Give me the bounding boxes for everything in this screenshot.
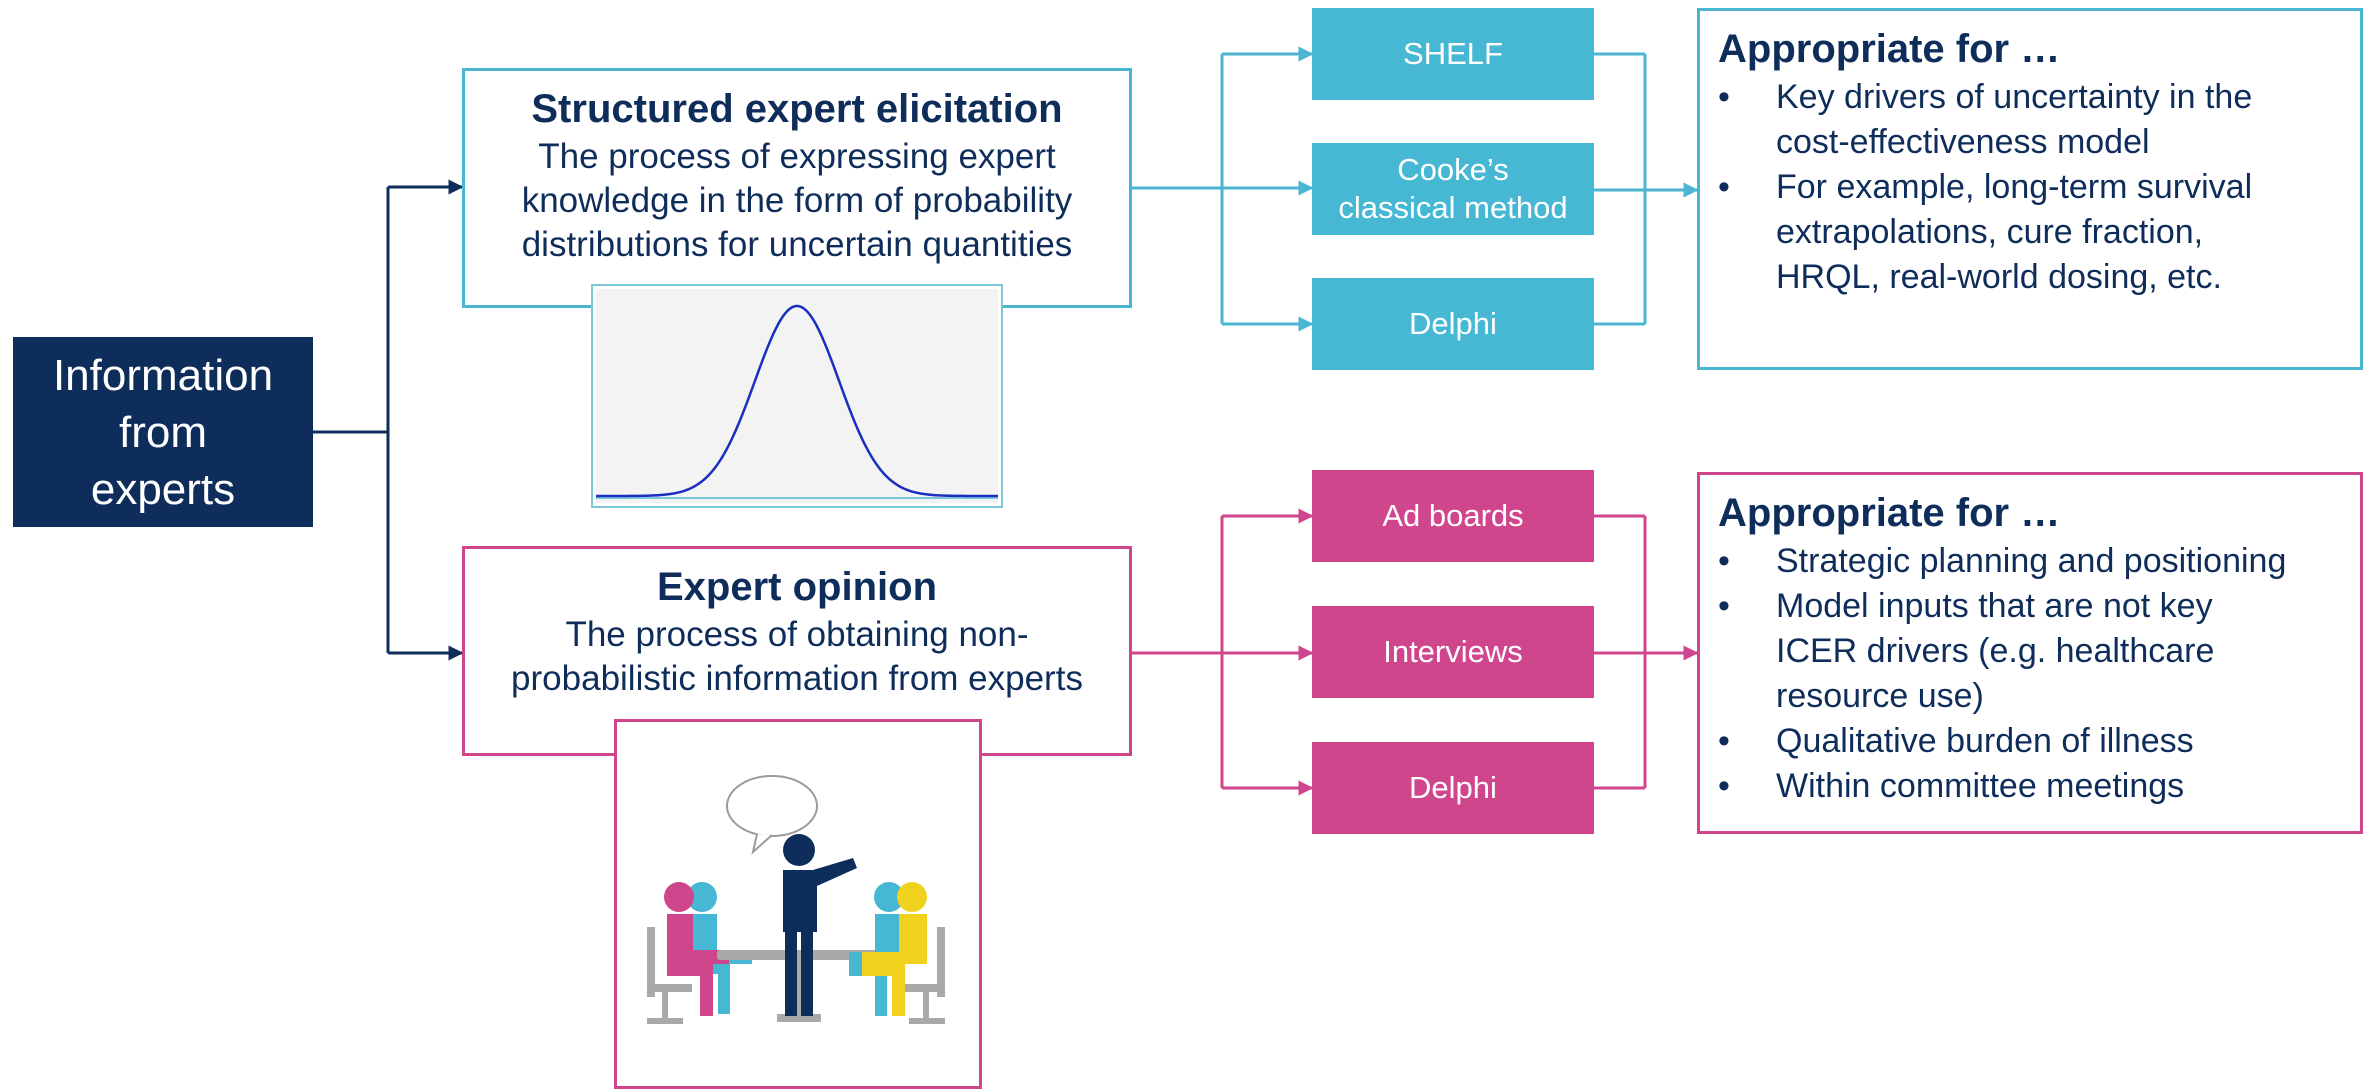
method-interviews: Interviews <box>1312 606 1594 698</box>
item-line: Strategic planning and positioning <box>1776 542 2287 580</box>
description-line: The process of obtaining non- <box>565 615 1029 654</box>
right-people-icon <box>849 882 927 1016</box>
description-line: distributions for uncertain quantities <box>521 225 1073 264</box>
bullet-glyph: • <box>1718 767 1730 805</box>
concept-title: Structured expert elicitation <box>531 87 1063 131</box>
list-item: • Qualitative burden of illness <box>1718 719 2342 764</box>
item-line: Key drivers of uncertainty in the <box>1776 78 2253 116</box>
bullet-glyph: • <box>1718 722 1730 760</box>
root-label-line: experts <box>90 464 236 514</box>
root-label-line: from <box>118 407 207 457</box>
meeting-illustration <box>614 719 982 1089</box>
concept-description: The process of expressing expert knowled… <box>465 135 1129 267</box>
list-item: • Within committee meetings <box>1718 764 2342 809</box>
item-line: Model inputs that are not key <box>1776 587 2213 625</box>
item-line: resource use) <box>1776 677 1984 715</box>
normal-curve-icon <box>596 289 998 503</box>
elicitation-connector <box>1132 46 1699 332</box>
appropriate-for-opinion: Appropriate for … • Strategic planning a… <box>1697 472 2363 834</box>
root-node: Information from experts <box>13 337 313 527</box>
item-line: For example, long-term survival <box>1776 168 2253 206</box>
opinion-connector <box>1132 508 1699 796</box>
method-delphi: Delphi <box>1312 742 1594 834</box>
list-item: • Model inputs that are not key ICER dri… <box>1718 584 2342 719</box>
bullet-glyph: • <box>1718 168 1730 206</box>
method-label: Delphi <box>1409 770 1497 805</box>
method-label: Interviews <box>1383 634 1523 669</box>
bullet-glyph: • <box>1718 587 1730 625</box>
bullet-glyph: • <box>1718 542 1730 580</box>
appropriate-list: • Strategic planning and positioning • M… <box>1718 539 2342 809</box>
method-label: Delphi <box>1409 306 1497 341</box>
structured-elicitation-box: Structured expert elicitation The proces… <box>462 68 1132 308</box>
concept-title: Expert opinion <box>657 565 937 609</box>
speech-bubble-icon <box>726 775 818 855</box>
method-label: SHELF <box>1403 36 1503 71</box>
expert-opinion-box: Expert opinion The process of obtaining … <box>462 546 1132 756</box>
description-line: knowledge in the form of probability <box>521 181 1073 220</box>
concept-description: The process of obtaining non- probabilis… <box>465 613 1129 701</box>
root-label-line: Information <box>52 350 274 400</box>
method-label: Ad boards <box>1382 498 1524 533</box>
method-delphi: Delphi <box>1312 278 1594 370</box>
description-line: The process of expressing expert <box>538 137 1056 176</box>
method-shelf: SHELF <box>1312 8 1594 100</box>
method-label: Cooke’s <box>1397 152 1509 187</box>
item-line: HRQL, real-world dosing, etc. <box>1776 258 2222 296</box>
appropriate-list: • Key drivers of uncertainty in the cost… <box>1718 75 2342 300</box>
root-connector <box>313 179 464 661</box>
description-line: probabilistic information from experts <box>511 659 1083 698</box>
presenter-icon <box>783 834 857 1016</box>
method-cookes-classical: Cooke’s classical method <box>1312 143 1594 235</box>
item-line: cost-effectiveness model <box>1776 123 2150 161</box>
bullet-glyph: • <box>1718 78 1730 116</box>
chair-icons <box>647 927 945 1024</box>
method-ad-boards: Ad boards <box>1312 470 1594 562</box>
item-line: Qualitative burden of illness <box>1776 722 2194 760</box>
distribution-illustration <box>591 284 1003 508</box>
list-item: • For example, long-term survival extrap… <box>1718 165 2342 300</box>
list-item: • Key drivers of uncertainty in the cost… <box>1718 75 2342 165</box>
left-people-icon <box>664 882 752 1016</box>
item-line: ICER drivers (e.g. healthcare <box>1776 632 2215 670</box>
meeting-icon <box>647 775 945 1024</box>
item-line: Within committee meetings <box>1776 767 2185 805</box>
item-line: extrapolations, cure fraction, <box>1776 213 2204 251</box>
appropriate-for-elicitation: Appropriate for … • Key drivers of uncer… <box>1697 8 2363 370</box>
list-item: • Strategic planning and positioning <box>1718 539 2342 584</box>
appropriate-title: Appropriate for … <box>1718 27 2061 71</box>
bell-curve <box>596 304 998 498</box>
appropriate-title: Appropriate for … <box>1718 491 2061 535</box>
method-label: classical method <box>1338 190 1568 225</box>
